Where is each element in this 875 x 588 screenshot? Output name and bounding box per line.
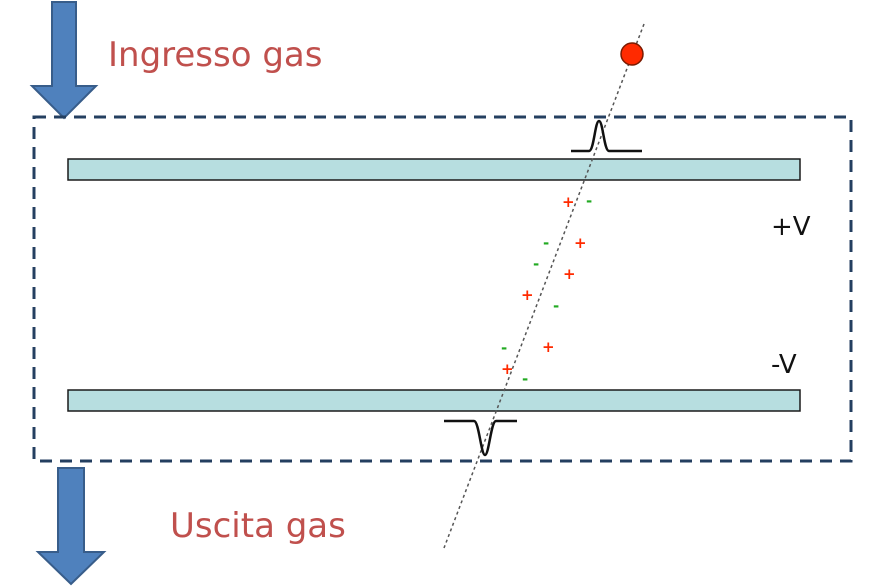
top-electrode-plate bbox=[67, 158, 801, 181]
gas-inlet-label: Ingresso gas bbox=[108, 35, 323, 75]
positive-charge: + bbox=[562, 193, 575, 211]
gas-chamber bbox=[32, 115, 853, 463]
gas-inlet-arrow-icon bbox=[29, 1, 99, 120]
negative-pulse-signal bbox=[444, 419, 517, 457]
negative-charge: - bbox=[586, 192, 593, 210]
positive-voltage-label: +V bbox=[771, 212, 811, 242]
positive-charge: + bbox=[563, 265, 576, 283]
negative-charge: - bbox=[522, 370, 529, 388]
gas-outlet-arrow-icon bbox=[35, 467, 107, 586]
positive-charge: + bbox=[574, 234, 587, 252]
negative-voltage-label: -V bbox=[771, 350, 797, 380]
positive-pulse-signal bbox=[571, 119, 642, 153]
positive-charge: + bbox=[521, 286, 534, 304]
particle-icon bbox=[620, 42, 644, 66]
negative-charge: - bbox=[543, 234, 550, 252]
negative-charge: - bbox=[533, 255, 540, 273]
particle-track bbox=[443, 23, 645, 549]
positive-charge: + bbox=[542, 338, 555, 356]
gas-outlet-label: Uscita gas bbox=[170, 506, 346, 546]
negative-charge: - bbox=[553, 297, 560, 315]
bottom-electrode-plate bbox=[67, 389, 801, 412]
positive-charge: + bbox=[501, 360, 514, 378]
negative-charge: - bbox=[501, 339, 508, 357]
